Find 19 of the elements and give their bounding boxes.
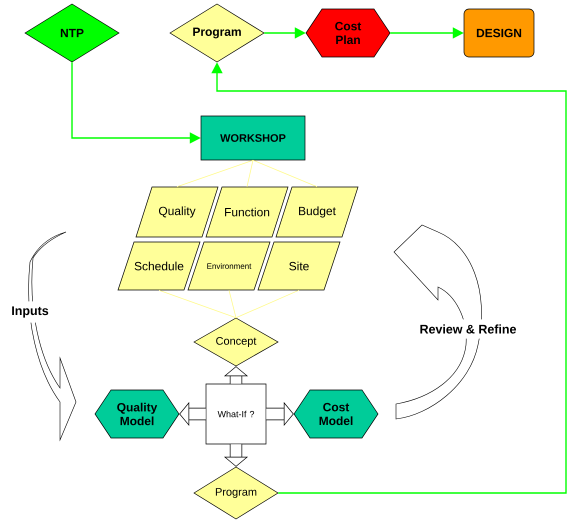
input-parallelogram: Schedule xyxy=(118,242,200,290)
connector xyxy=(158,290,236,318)
connector xyxy=(236,290,300,318)
hexagon-box: Cost Model xyxy=(294,390,378,438)
text-label: Review & Refine xyxy=(416,319,520,339)
connector xyxy=(252,160,318,188)
rounded-box: DESIGN xyxy=(464,8,534,58)
hexagon-box: Quality Model xyxy=(94,390,180,438)
hexagon-box: Cost Plan xyxy=(306,8,390,58)
input-parallelogram: Quality xyxy=(136,186,218,238)
connector xyxy=(228,290,236,318)
text-label: Inputs xyxy=(7,301,53,323)
connector xyxy=(176,160,254,188)
input-parallelogram: Budget xyxy=(276,186,358,238)
process-box: What-If ? xyxy=(206,384,266,444)
process-box: WORKSHOP xyxy=(200,116,306,160)
connector xyxy=(246,160,254,188)
input-parallelogram: Function xyxy=(206,186,288,238)
input-parallelogram: Site xyxy=(258,242,340,290)
